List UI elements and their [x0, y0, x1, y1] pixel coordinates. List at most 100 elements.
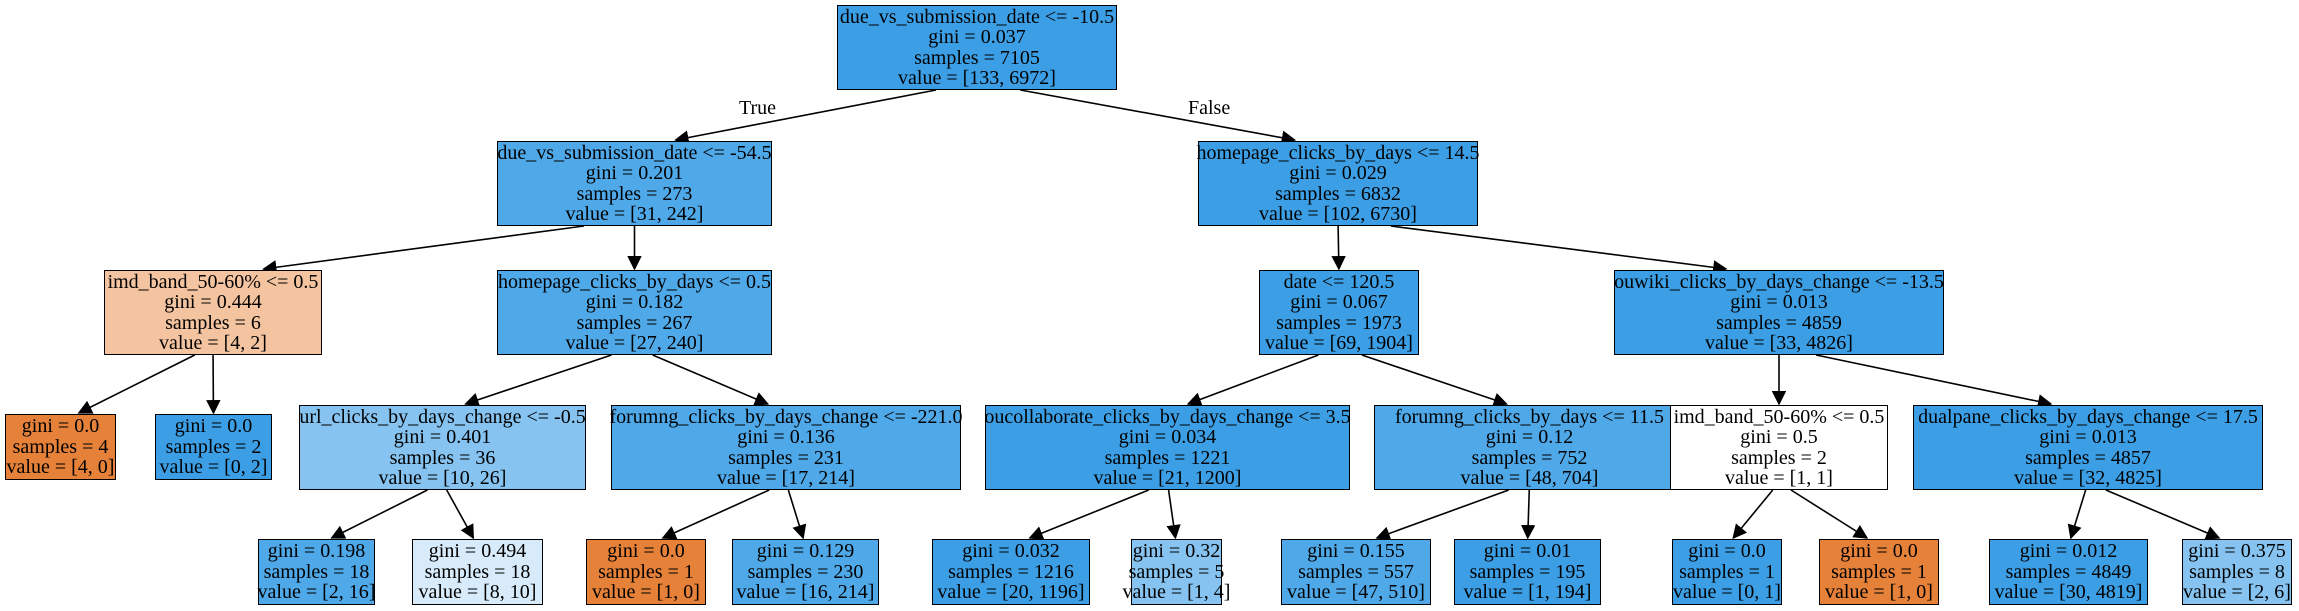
edge-n5-n12: [1361, 354, 1509, 407]
edge-n14-n25: [2067, 489, 2087, 540]
node-text-line: gini = 0.029: [1289, 162, 1387, 184]
node-text-line: samples = 231: [728, 446, 844, 469]
edge-n11-n19: [1028, 489, 1150, 540]
node-text-line: url_clicks_by_days_change <= -0.5: [299, 405, 586, 428]
node-text-line: samples = 2: [1731, 446, 1827, 469]
node-text-line: gini = 0.013: [1730, 291, 1828, 313]
node-text-line: value = [21, 1200]: [1093, 467, 1242, 489]
node-text-line: samples = 267: [576, 311, 693, 334]
node-text-line: gini = 0.0: [174, 415, 253, 438]
node-text-line: gini = 0.494: [428, 540, 527, 563]
node-text-line: imd_band_50-60% <= 0.5: [107, 270, 319, 293]
node-text-line: gini = 0.0: [21, 415, 100, 438]
node-text-line: forumng_clicks_by_days <= 11.5: [1394, 405, 1664, 428]
edge-label-false: False: [1188, 97, 1231, 119]
edge-n10-n18: [787, 489, 807, 540]
edge-n12-n22: [1520, 489, 1536, 540]
node-text-line: value = [32, 4825]: [2014, 467, 2162, 489]
edge-label-true: True: [739, 97, 777, 119]
node-text-line: samples = 1221: [1104, 446, 1231, 469]
node-text-line: samples = 1: [1679, 560, 1775, 583]
node-text-line: gini = 0.0: [1840, 540, 1918, 563]
node-text-line: value = [4, 2]: [159, 332, 267, 354]
node-text-line: value = [133, 6972]: [898, 67, 1056, 89]
node-text-line: homepage_clicks_by_days <= 0.5: [497, 270, 772, 293]
node-text-line: gini = 0.375: [2188, 540, 2286, 563]
edge-n14-n26: [2105, 489, 2221, 540]
node-text-line: samples = 4849: [2005, 560, 2132, 583]
node-text-line: gini = 0.201: [585, 162, 684, 184]
node-text-line: samples = 5: [1128, 560, 1225, 583]
tree-node-n11: oucollaborate_clicks_by_days_change <= 3…: [984, 405, 1351, 490]
node-text-line: samples = 18: [424, 560, 531, 583]
node-text-line: forumng_clicks_by_days_change <= -221.0: [609, 405, 963, 428]
edge-n0-n1: [674, 89, 937, 145]
node-text-line: samples = 6: [165, 311, 261, 334]
node-text-line: value = [1, 0]: [592, 581, 700, 604]
node-text-line: gini = 0.444: [164, 291, 262, 313]
node-text-line: gini = 0.5: [1740, 426, 1818, 448]
node-text-line: due_vs_submission_date <= -54.5: [497, 141, 772, 164]
node-text-line: samples = 4: [12, 435, 109, 458]
node-text-line: value = [48, 704]: [1460, 467, 1599, 489]
node-text-line: value = [1, 1]: [1725, 467, 1833, 489]
node-text-line: value = [10, 26]: [378, 467, 507, 489]
node-text-line: value = [8, 10]: [418, 581, 537, 604]
node-text-line: samples = 195: [1469, 560, 1586, 583]
node-text-line: gini = 0.155: [1307, 540, 1405, 563]
node-text-line: samples = 36: [389, 446, 496, 469]
node-text-line: value = [16, 214]: [736, 581, 875, 604]
node-text-line: value = [47, 510]: [1287, 581, 1425, 604]
edge-n1-n3: [262, 225, 585, 275]
node-text-line: date <= 120.5: [1283, 270, 1395, 293]
node-text-line: value = [1, 194]: [1463, 581, 1592, 604]
node-text-line: gini = 0.129: [756, 540, 855, 563]
edge-n10-n17: [661, 489, 770, 540]
node-text-line: samples = 8: [2189, 560, 2285, 583]
node-text-line: oucollaborate_clicks_by_days_change <= 3…: [984, 405, 1351, 428]
node-text-line: samples = 18: [263, 560, 370, 583]
node-text-line: value = [4, 0]: [6, 456, 115, 479]
node-text-line: gini = 0.013: [2039, 426, 2137, 448]
node-text-line: value = [2, 6]: [2183, 581, 2291, 604]
node-text-line: value = [27, 240]: [565, 332, 704, 354]
edge-n13-n24: [1790, 489, 1869, 539]
node-text-line: samples = 1: [598, 560, 694, 583]
edge-n9-n15: [330, 489, 428, 539]
node-text-line: dualpane_clicks_by_days_change <= 17.5: [1918, 405, 2258, 428]
node-text-line: ouwiki_clicks_by_days_change <= -13.5: [1614, 270, 1944, 293]
node-text-line: gini = 0.198: [267, 540, 366, 563]
edge-n12-n21: [1375, 489, 1509, 541]
node-text-line: due_vs_submission_date <= -10.5: [839, 5, 1115, 28]
edge-n4-n10: [652, 354, 770, 406]
edge-n3-n7: [77, 354, 196, 414]
node-text-line: value = [0, 2]: [159, 456, 268, 479]
node-text-line: value = [0, 1]: [1673, 581, 1781, 604]
node-text-line: value = [69, 1904]: [1265, 332, 1413, 354]
node-text-line: gini = 0.01: [1483, 540, 1572, 563]
node-text-line: samples = 7105: [914, 46, 1040, 69]
node-text-line: gini = 0.0: [1688, 540, 1766, 563]
edge-n13-n23: [1732, 489, 1774, 540]
node-text-line: value = [1, 4]: [1122, 581, 1231, 604]
node-text-line: value = [30, 4819]: [1994, 581, 2143, 604]
node-text-line: imd_band_50-60% <= 0.5: [1673, 405, 1885, 428]
node-text-line: value = [1, 0]: [1825, 581, 1933, 604]
